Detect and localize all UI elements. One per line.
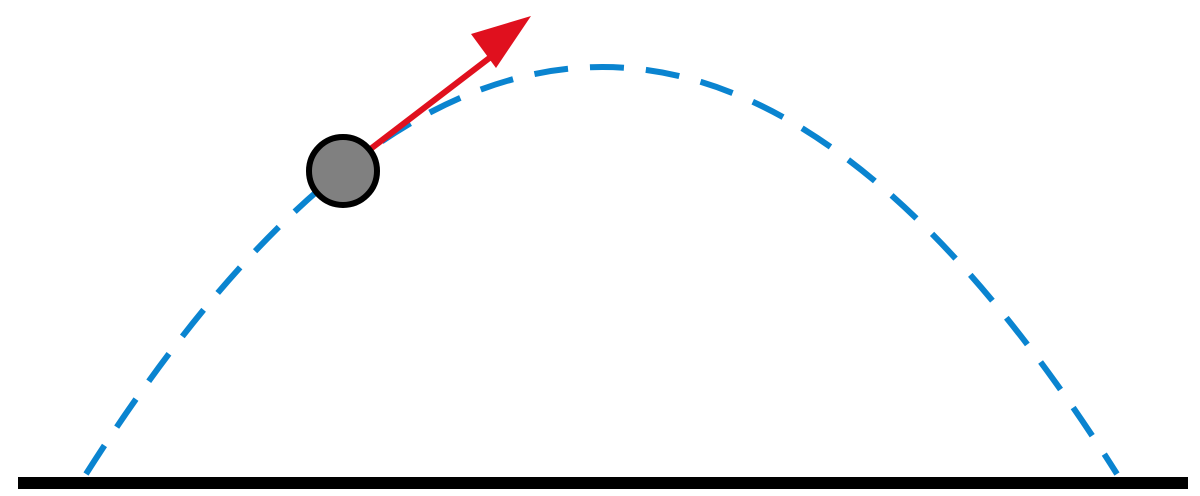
trajectory-path: [83, 64, 1120, 476]
ball: [306, 134, 380, 208]
velocity-arrow-head: [471, 16, 531, 68]
